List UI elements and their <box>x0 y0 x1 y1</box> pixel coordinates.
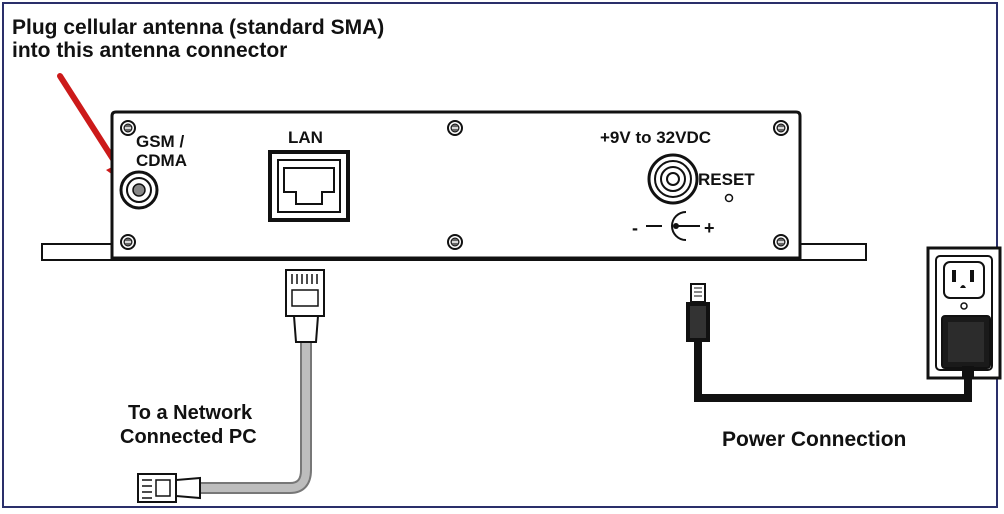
rj45-plug-icon <box>285 269 325 343</box>
screw-icon <box>120 234 136 250</box>
polarity-minus: - <box>632 218 638 238</box>
callout-line-2: into this antenna connector <box>12 39 287 62</box>
power-connection-label: Power Connection <box>722 428 906 451</box>
polarity-plus: + <box>704 218 715 238</box>
reset-button-icon[interactable] <box>724 193 734 203</box>
dc-jack-icon[interactable] <box>647 153 699 205</box>
screw-icon <box>773 234 789 250</box>
polarity-symbol-icon: - + <box>632 211 715 241</box>
lan-label: LAN <box>288 128 323 147</box>
power-input-label: +9V to 32VDC <box>600 128 711 147</box>
sma-connector-icon[interactable] <box>119 170 159 210</box>
ethernet-cable <box>200 340 312 494</box>
screw-icon <box>120 120 136 136</box>
screw-icon <box>447 234 463 250</box>
network-label-line-2: Connected PC <box>120 426 257 448</box>
network-label-line-1: To a Network <box>128 402 253 424</box>
antenna-label-line-1: GSM / <box>136 132 184 151</box>
antenna-label-line-2: CDMA <box>136 151 187 170</box>
screw-icon <box>447 120 463 136</box>
rj45-plug-icon <box>137 473 201 503</box>
dc-plug-icon <box>686 283 710 342</box>
screw-icon <box>773 120 789 136</box>
reset-label: RESET <box>698 170 755 189</box>
rj45-jack-icon[interactable] <box>268 150 350 222</box>
power-adapter-icon <box>941 315 991 378</box>
callout-line-1: Plug cellular antenna (standard SMA) <box>12 16 384 39</box>
